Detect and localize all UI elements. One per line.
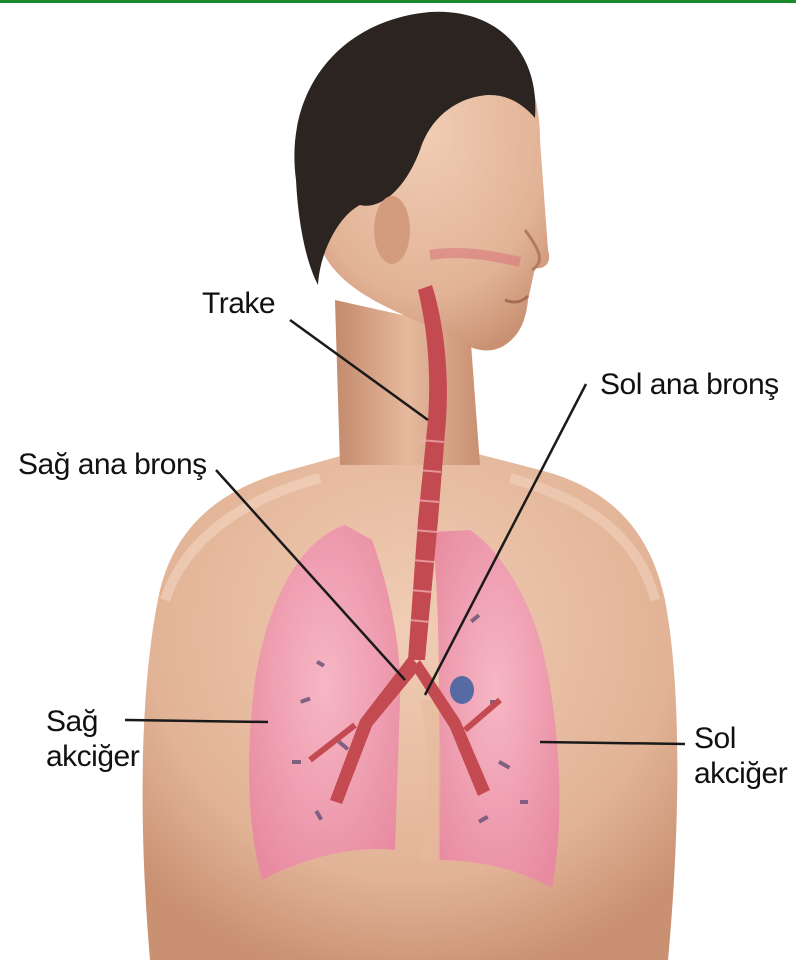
left-main-bronchus-label: Sol ana bronş <box>600 368 779 403</box>
left-lung-label: Sol akciğer <box>694 722 787 791</box>
left-lung-label-line1: Sol <box>694 722 787 757</box>
right-lung-label: Sağ akciğer <box>46 705 139 774</box>
ear <box>374 196 410 264</box>
right-main-bronchus-label: Sağ ana bronş <box>18 448 207 483</box>
right-lung-label-line1: Sağ <box>46 705 139 740</box>
trachea-label: Trake <box>202 287 275 322</box>
left-lung-label-line2: akciğer <box>694 757 787 792</box>
right-lung-label-line2: akciğer <box>46 740 139 775</box>
